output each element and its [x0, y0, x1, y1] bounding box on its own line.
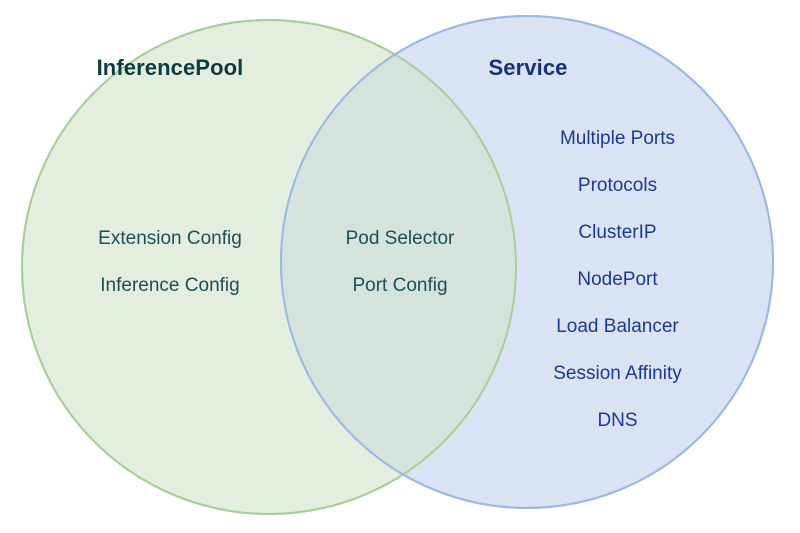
list-item: Session Affinity [553, 363, 682, 384]
inferencepool-title: InferencePool [96, 55, 244, 80]
service-items: Multiple Ports Protocols ClusterIP NodeP… [500, 128, 735, 432]
circle-inferencepool-outline [21, 19, 517, 515]
circle-service-outline [280, 15, 774, 509]
intersection-region [281, 20, 516, 508]
list-item: ClusterIP [578, 222, 657, 243]
inferencepool-items: Extension Config Inference Config [55, 228, 285, 297]
list-item: Multiple Ports [559, 128, 676, 149]
service-title: Service [488, 55, 568, 80]
list-item: Inference Config [100, 275, 240, 296]
service-title-group: Service [438, 55, 618, 81]
intersection-fill [281, 20, 516, 508]
list-item: Extension Config [98, 228, 242, 249]
list-item: DNS [597, 410, 638, 431]
list-item: NodePort [577, 269, 658, 290]
list-item: Pod Selector [345, 228, 455, 249]
list-item: Protocols [577, 175, 658, 196]
intersection-items: Pod Selector Port Config [325, 228, 475, 297]
list-item: Load Balancer [556, 316, 679, 337]
inferencepool-title-group: InferencePool [55, 55, 285, 81]
list-item: Port Config [352, 275, 448, 296]
